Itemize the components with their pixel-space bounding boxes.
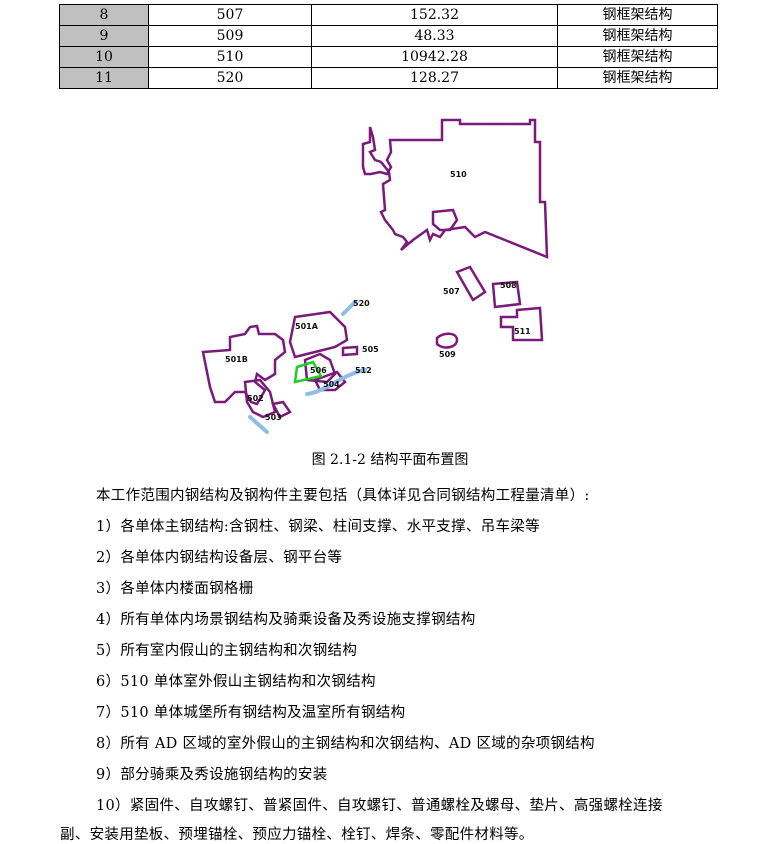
building-code: 509 <box>148 25 312 47</box>
list-item: 2）各单体内钢结构设备层、钢平台等 <box>96 550 343 566</box>
table-row: 8 507 152.32 钢框架结构 <box>59 4 718 26</box>
building-503-outline <box>271 400 292 419</box>
label-505: 505 <box>362 345 379 354</box>
list-item: 9）部分骑乘及秀设施钢结构的安装 <box>96 767 328 783</box>
intro-paragraph: 本工作范围内钢结构及钢构件主要包括（具体详见合同钢结构工程量清单）: <box>96 488 590 504</box>
building-511-outline <box>499 306 544 342</box>
list-item: 8）所有 AD 区域的室外假山的主钢结构和次钢结构、AD 区域的杂项钢结构 <box>96 736 595 752</box>
row-number: 11 <box>59 67 149 89</box>
figure-caption: 图 2.1-2 结构平面布置图 <box>311 452 469 468</box>
highlight-green <box>293 360 323 384</box>
structure-plan-figure: 510 507 508 511 509 520 501A 501B 505 51… <box>201 118 549 434</box>
building-area: 10942.28 <box>311 46 558 68</box>
label-520: 520 <box>353 299 370 308</box>
building-area: 128.27 <box>311 67 558 89</box>
label-507: 507 <box>443 287 460 296</box>
row-number: 9 <box>59 25 149 47</box>
building-502-outline <box>243 378 277 419</box>
label-511: 511 <box>514 327 531 336</box>
building-508-outline <box>491 280 522 309</box>
row-number: 8 <box>59 4 149 26</box>
label-509: 509 <box>439 350 456 359</box>
building-area: 152.32 <box>311 4 558 26</box>
building-501a-outline <box>288 310 349 359</box>
list-item: 3）各单体内楼面钢格栅 <box>96 581 254 597</box>
label-501a: 501A <box>295 322 319 331</box>
table-row: 10 510 10942.28 钢框架结构 <box>59 46 718 68</box>
label-510: 510 <box>450 170 467 179</box>
building-area: 48.33 <box>311 25 558 47</box>
building-509-outline <box>435 332 459 349</box>
path-520 <box>341 300 357 316</box>
building-510-outline <box>361 118 549 259</box>
label-504: 504 <box>323 380 340 389</box>
building-code: 507 <box>148 4 312 26</box>
list-item: 6）510 单体室外假山主钢结构和次钢结构 <box>96 674 376 690</box>
structure-type: 钢框架结构 <box>557 46 718 68</box>
row-number: 10 <box>59 46 149 68</box>
structure-table: 8 507 152.32 钢框架结构 9 509 48.33 钢框架结构 10 … <box>59 4 718 89</box>
building-code: 520 <box>148 67 312 89</box>
label-503: 503 <box>265 413 282 422</box>
path-503 <box>248 415 269 434</box>
building-505-outline <box>341 345 359 357</box>
building-501b-outline <box>201 324 287 406</box>
label-512: 512 <box>355 366 372 375</box>
list-item-10-line2: 副、安装用垫板、预埋锚栓、预应力锚栓、栓钉、焊条、零配件材料等。 <box>60 827 534 843</box>
label-506: 506 <box>310 366 327 375</box>
list-item: 5）所有室内假山的主钢结构和次钢结构 <box>96 643 358 659</box>
list-item: 4）所有单体内场景钢结构及骑乘设备及秀设施支撑钢结构 <box>96 612 476 628</box>
label-502: 502 <box>247 394 264 403</box>
list-item: 1）各单体主钢结构:含钢柱、钢梁、柱间支撑、水平支撑、吊车梁等 <box>96 519 540 535</box>
table-row: 11 520 128.27 钢框架结构 <box>59 67 718 89</box>
label-501b: 501B <box>225 355 248 364</box>
building-510-annex <box>431 208 459 232</box>
list-item: 7）510 单体城堡所有钢结构及温室所有钢结构 <box>96 705 406 721</box>
structure-type: 钢框架结构 <box>557 25 718 47</box>
structure-type: 钢框架结构 <box>557 4 718 26</box>
building-code: 510 <box>148 46 312 68</box>
building-507-outline <box>455 265 487 302</box>
path-512 <box>305 368 367 396</box>
list-item-10-line1: 10）紧固件、自攻螺钉、普紧固件、自攻螺钉、普通螺栓及螺母、垫片、高强螺栓连接 <box>96 798 663 814</box>
table-row: 9 509 48.33 钢框架结构 <box>59 25 718 47</box>
structure-type: 钢框架结构 <box>557 67 718 89</box>
label-508: 508 <box>500 281 517 290</box>
